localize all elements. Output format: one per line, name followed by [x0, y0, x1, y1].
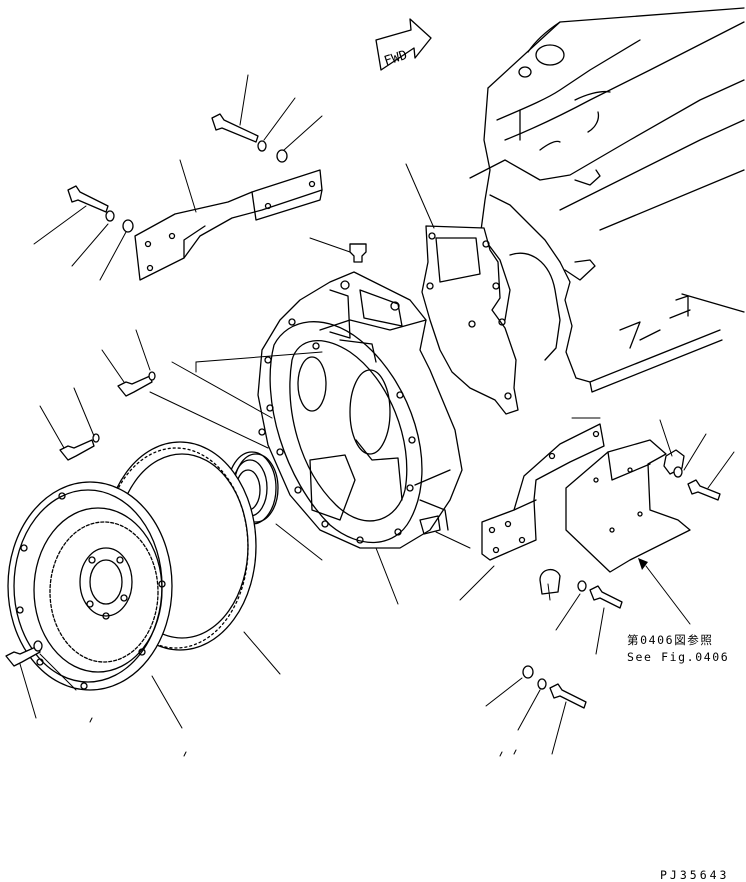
- flywheel-housing: [257, 271, 463, 549]
- bracket-bolts-upper: [67, 113, 288, 233]
- lower-bracket: [481, 423, 605, 561]
- housing-bolts-left: [59, 371, 156, 461]
- plug: [349, 243, 367, 263]
- leader-lines: [19, 74, 735, 757]
- flywheel-bolt: [5, 640, 43, 667]
- forward-arrow-label: FWD: [382, 48, 409, 70]
- flywheel: [7, 481, 173, 691]
- rear-gasket-plate: [421, 225, 519, 415]
- fig-reference-en: See Fig.0406: [627, 650, 730, 664]
- forward-direction-arrow: FWD: [375, 18, 432, 71]
- drawing-code: PJ35643: [660, 868, 730, 882]
- engine-block: [469, 7, 745, 393]
- upper-bracket: [134, 169, 323, 281]
- cover-bolts-right: [522, 449, 721, 709]
- cover-plate: [565, 439, 691, 573]
- fig-reference-jp: 第0406図参照: [627, 633, 714, 647]
